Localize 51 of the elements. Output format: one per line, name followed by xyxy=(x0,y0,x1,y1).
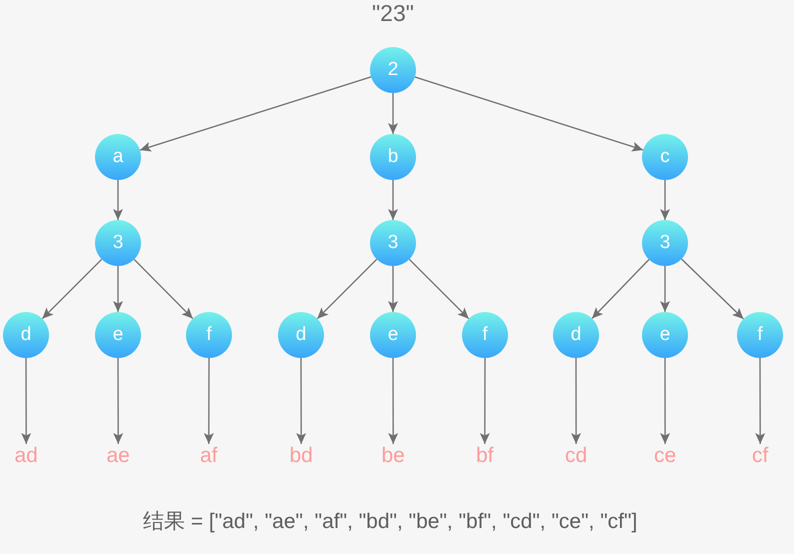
tree-node: e xyxy=(370,312,416,358)
arrow xyxy=(134,258,194,320)
combination-text: be xyxy=(382,444,405,468)
arrow xyxy=(296,358,306,444)
combination-text: ce xyxy=(654,444,676,468)
arrow xyxy=(660,266,670,312)
combination-text: af xyxy=(200,444,218,468)
arrow xyxy=(571,358,582,444)
arrow xyxy=(204,358,214,444)
combination-text: bd xyxy=(290,444,313,468)
arrow xyxy=(388,93,398,134)
arrow xyxy=(388,266,398,312)
arrow xyxy=(316,258,378,320)
arrow xyxy=(480,358,490,444)
combination-text: cd xyxy=(565,444,588,468)
arrow xyxy=(414,76,644,152)
arrow xyxy=(681,258,744,320)
arrow xyxy=(42,258,102,320)
arrow xyxy=(388,180,398,220)
arrow xyxy=(113,180,123,220)
tree-node: 2 xyxy=(370,47,416,93)
tree-node: d xyxy=(278,312,324,358)
tree-node: f xyxy=(462,312,508,358)
tree-node: e xyxy=(642,312,688,358)
arrow xyxy=(408,258,470,320)
arrow xyxy=(113,358,124,444)
tree-node: e xyxy=(95,312,141,358)
result-list-text: 结果 = ["ad", "ae", "af", "bd", "be", "bf", "cd", "ce", "cf"] xyxy=(143,510,638,534)
tree-node: 3 xyxy=(642,220,688,266)
arrow xyxy=(140,76,372,152)
combination-text: cf xyxy=(752,444,768,468)
arrow xyxy=(755,358,766,444)
arrow xyxy=(660,180,670,220)
combination-text: bf xyxy=(476,444,494,468)
tree-node: b xyxy=(370,134,416,180)
tree-node: d xyxy=(553,312,599,358)
arrow xyxy=(660,358,670,444)
tree-node: f xyxy=(186,312,232,358)
arrow xyxy=(21,358,32,444)
arrow xyxy=(592,259,650,319)
arrow xyxy=(113,266,123,312)
tree-node: c xyxy=(642,134,688,180)
tree-node: a xyxy=(95,134,141,180)
arrow xyxy=(388,358,398,444)
tree-node: 3 xyxy=(370,220,416,266)
combination-text: ad xyxy=(14,444,38,468)
tree-node: f xyxy=(737,312,783,358)
title: "23" xyxy=(372,0,414,26)
combination-text: ae xyxy=(106,444,130,468)
tree-node: d xyxy=(3,312,49,358)
tree-node: 3 xyxy=(95,220,141,266)
